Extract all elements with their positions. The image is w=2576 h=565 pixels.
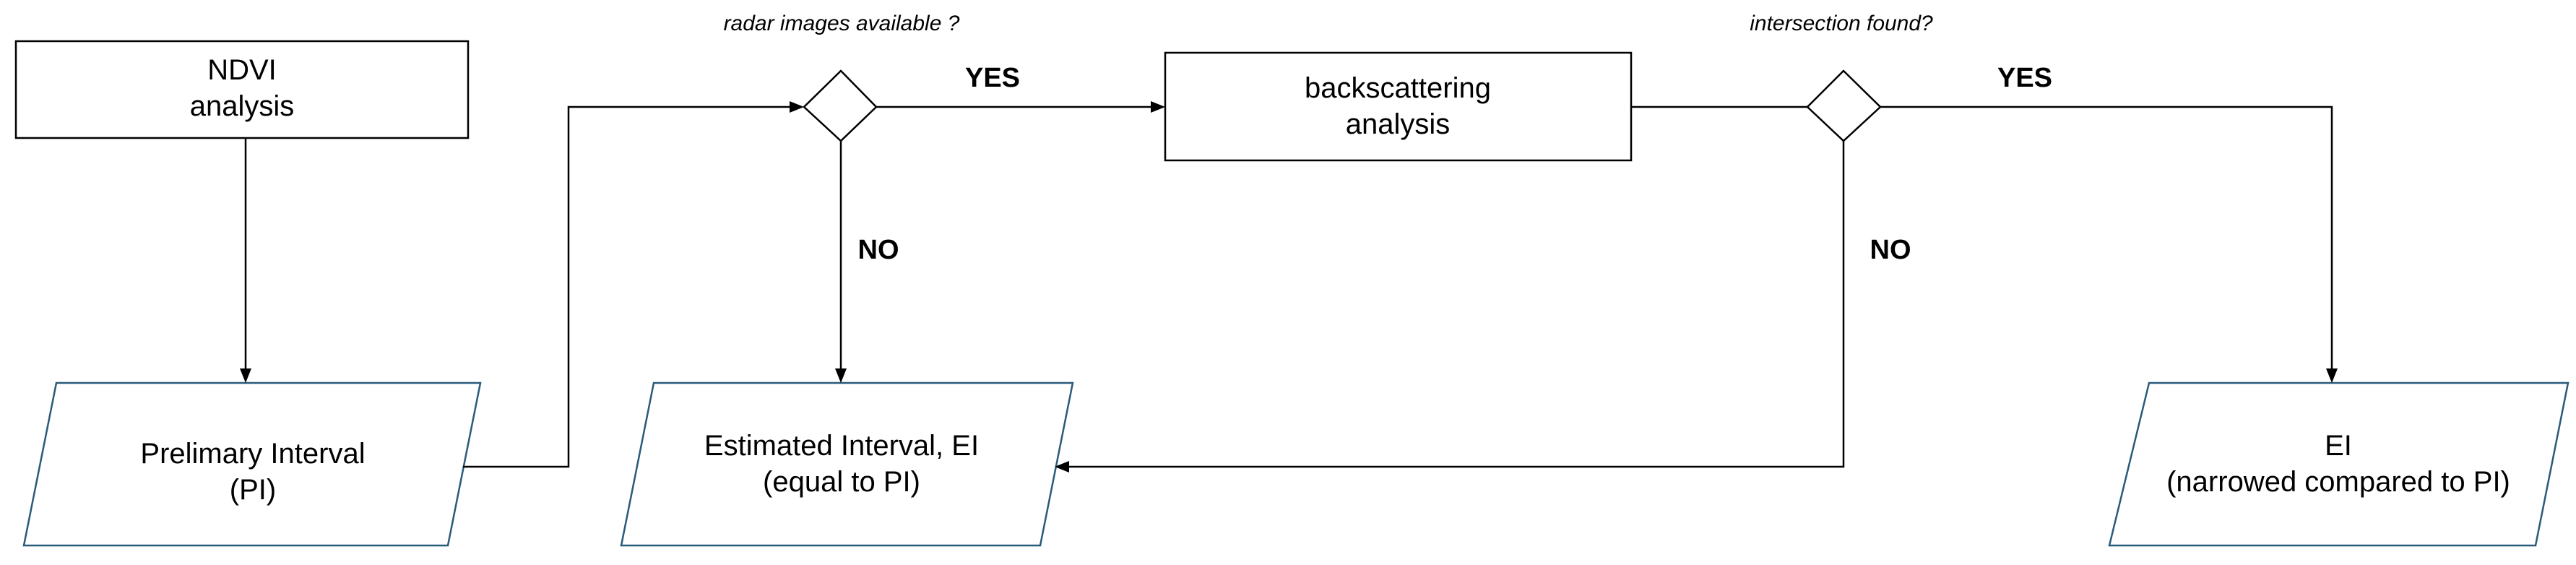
ndvi-analysis-node: NDVI analysis <box>14 40 470 139</box>
ei-narrowed-label-line1: EI <box>2325 430 2352 462</box>
estimated-label-line1: Estimated Interval, EI <box>704 430 979 462</box>
edge-ndvi-to-preliminary <box>240 138 251 383</box>
intersection-question-label: intersection found? <box>1750 12 1933 35</box>
intersection-yes-label: YES <box>1997 63 2052 93</box>
estimated-label-line2: (equal to PI) <box>763 466 920 498</box>
backscattering-label-line1: backscattering <box>1305 72 1491 104</box>
ei-narrowed-node: EI (narrowed compared to PI) <box>2108 381 2569 547</box>
estimated-interval-node: Estimated Interval, EI (equal to PI) <box>620 381 1074 547</box>
preliminary-label-line1: Prelimary Interval <box>140 438 365 470</box>
intersection-decision-node <box>1806 69 1882 142</box>
edge-preliminary-to-radar <box>463 101 804 468</box>
preliminary-interval-node: Prelimary Interval (PI) <box>22 381 482 547</box>
backscattering-label-line2: analysis <box>1346 108 1451 140</box>
intersection-no-label: NO <box>1870 235 1911 265</box>
preliminary-label-line2: (PI) <box>230 474 276 506</box>
ndvi-label-line2: analysis <box>190 90 295 122</box>
ei-narrowed-label-line2: (narrowed compared to PI) <box>2166 466 2510 498</box>
radar-yes-label: YES <box>965 63 1020 93</box>
radar-no-label: NO <box>858 235 899 265</box>
radar-question-label: radar images available ? <box>724 12 960 35</box>
edge-intersection-no-to-estimated <box>1055 141 1845 473</box>
edge-intersection-yes-to-ei-narrowed <box>1880 105 2338 383</box>
edge-radar-yes-to-backscattering <box>876 101 1165 113</box>
backscattering-analysis-node: backscattering analysis <box>1164 51 1633 162</box>
ndvi-label-line1: NDVI <box>207 54 277 86</box>
radar-decision-node <box>803 69 878 142</box>
edge-radar-no-to-estimated <box>835 141 847 383</box>
